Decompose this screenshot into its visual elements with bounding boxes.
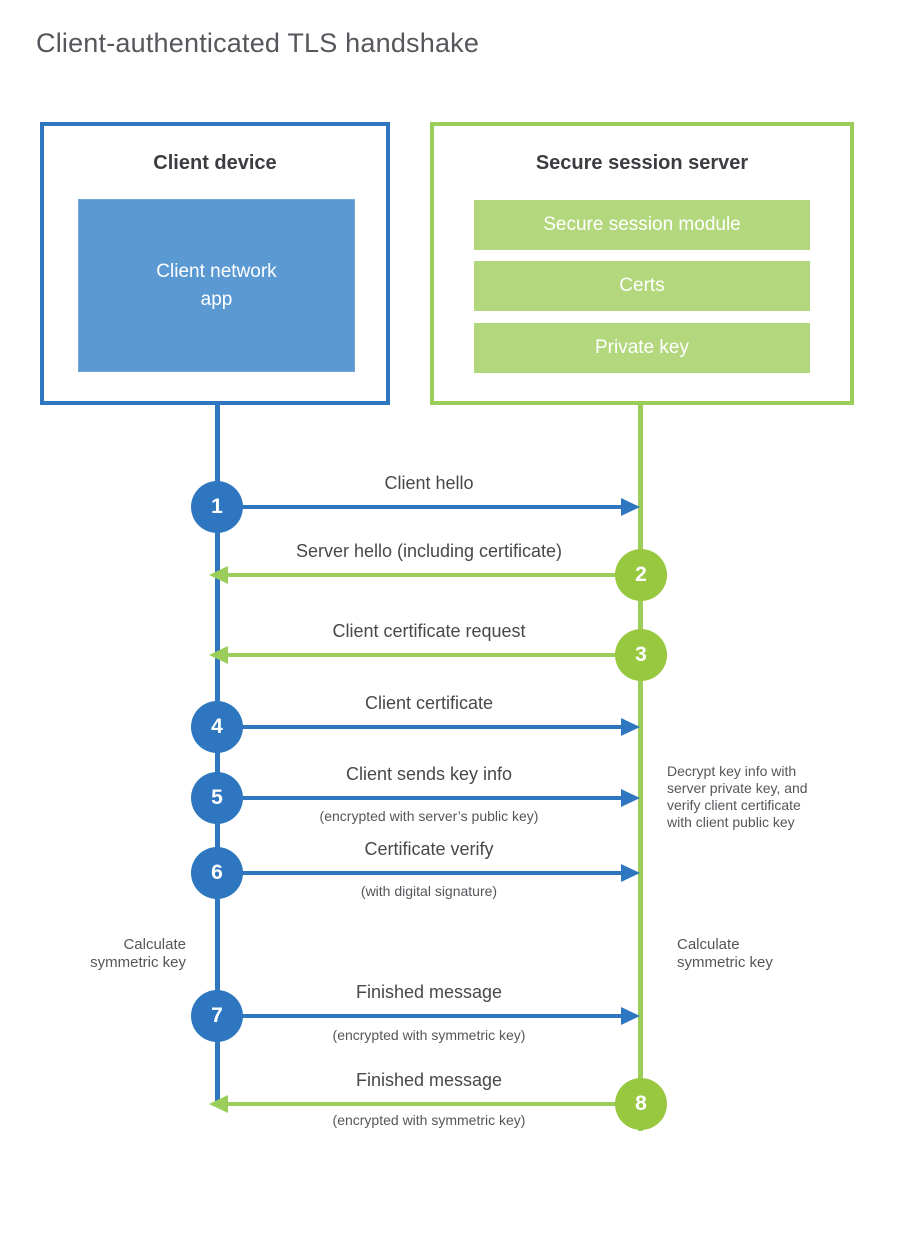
step-3-arrow-shaft — [227, 653, 617, 657]
arrow-right-icon — [621, 864, 640, 882]
step-5-badge: 5 — [191, 772, 243, 824]
step-3-badge: 3 — [615, 629, 667, 681]
step-8-sublabel: (encrypted with symmetric key) — [332, 1112, 526, 1128]
step-5-label: Client sends key info — [345, 764, 513, 784]
step-4-arrow-shaft — [232, 725, 622, 729]
client-lifeline — [215, 405, 220, 1102]
arrow-left-icon — [209, 646, 228, 664]
client-device-box: Client device Client network app — [40, 122, 390, 405]
client-device-title: Client device — [153, 152, 277, 174]
step-1-arrow-shaft — [232, 505, 622, 509]
step-7-label: Finished message — [355, 982, 503, 1002]
client-network-app-block: Client network app — [78, 199, 355, 372]
step-5-arrow-shaft — [232, 796, 622, 800]
step-6-badge: 6 — [191, 847, 243, 899]
step-8-badge: 8 — [615, 1078, 667, 1130]
server-title: Secure session server — [535, 152, 749, 174]
step-6-arrow-shaft — [232, 871, 622, 875]
calc-symmetric-key-client: Calculate symmetric key — [90, 936, 186, 971]
step-6-sublabel: (with digital signature) — [360, 883, 498, 899]
step-3-label: Client certificate request — [332, 621, 526, 641]
server-lifeline — [638, 405, 643, 1131]
step-7-arrow-shaft — [232, 1014, 622, 1018]
step-2-badge: 2 — [615, 549, 667, 601]
arrow-left-icon — [209, 566, 228, 584]
arrow-right-icon — [621, 789, 640, 807]
arrow-right-icon — [621, 718, 640, 736]
step-7-badge: 7 — [191, 990, 243, 1042]
step-4-label: Client certificate — [364, 693, 494, 713]
page-title: Client-authenticated TLS handshake — [36, 28, 480, 58]
step-2-label: Server hello (including certificate) — [295, 541, 563, 561]
server-box: Secure session server Secure session mod… — [430, 122, 854, 405]
step-8-arrow-shaft — [227, 1102, 617, 1106]
step-8-label: Finished message — [355, 1070, 503, 1090]
arrow-right-icon — [621, 498, 640, 516]
step-5-sublabel: (encrypted with server’s public key) — [319, 808, 539, 824]
arrow-right-icon — [621, 1007, 640, 1025]
server-module-private-key: Private key — [474, 323, 810, 373]
arrow-left-icon — [209, 1095, 228, 1113]
step-2-arrow-shaft — [227, 573, 617, 577]
step-6-label: Certificate verify — [364, 839, 494, 859]
server-module-certs: Certs — [474, 261, 810, 311]
decrypt-note: Decrypt key info with server private key… — [667, 763, 808, 830]
step-7-sublabel: (encrypted with symmetric key) — [332, 1027, 526, 1043]
step-1-label: Client hello — [384, 473, 474, 493]
calc-symmetric-key-server: Calculate symmetric key — [677, 936, 773, 971]
step-1-badge: 1 — [191, 481, 243, 533]
server-module-secure-session: Secure session module — [474, 200, 810, 250]
step-4-badge: 4 — [191, 701, 243, 753]
